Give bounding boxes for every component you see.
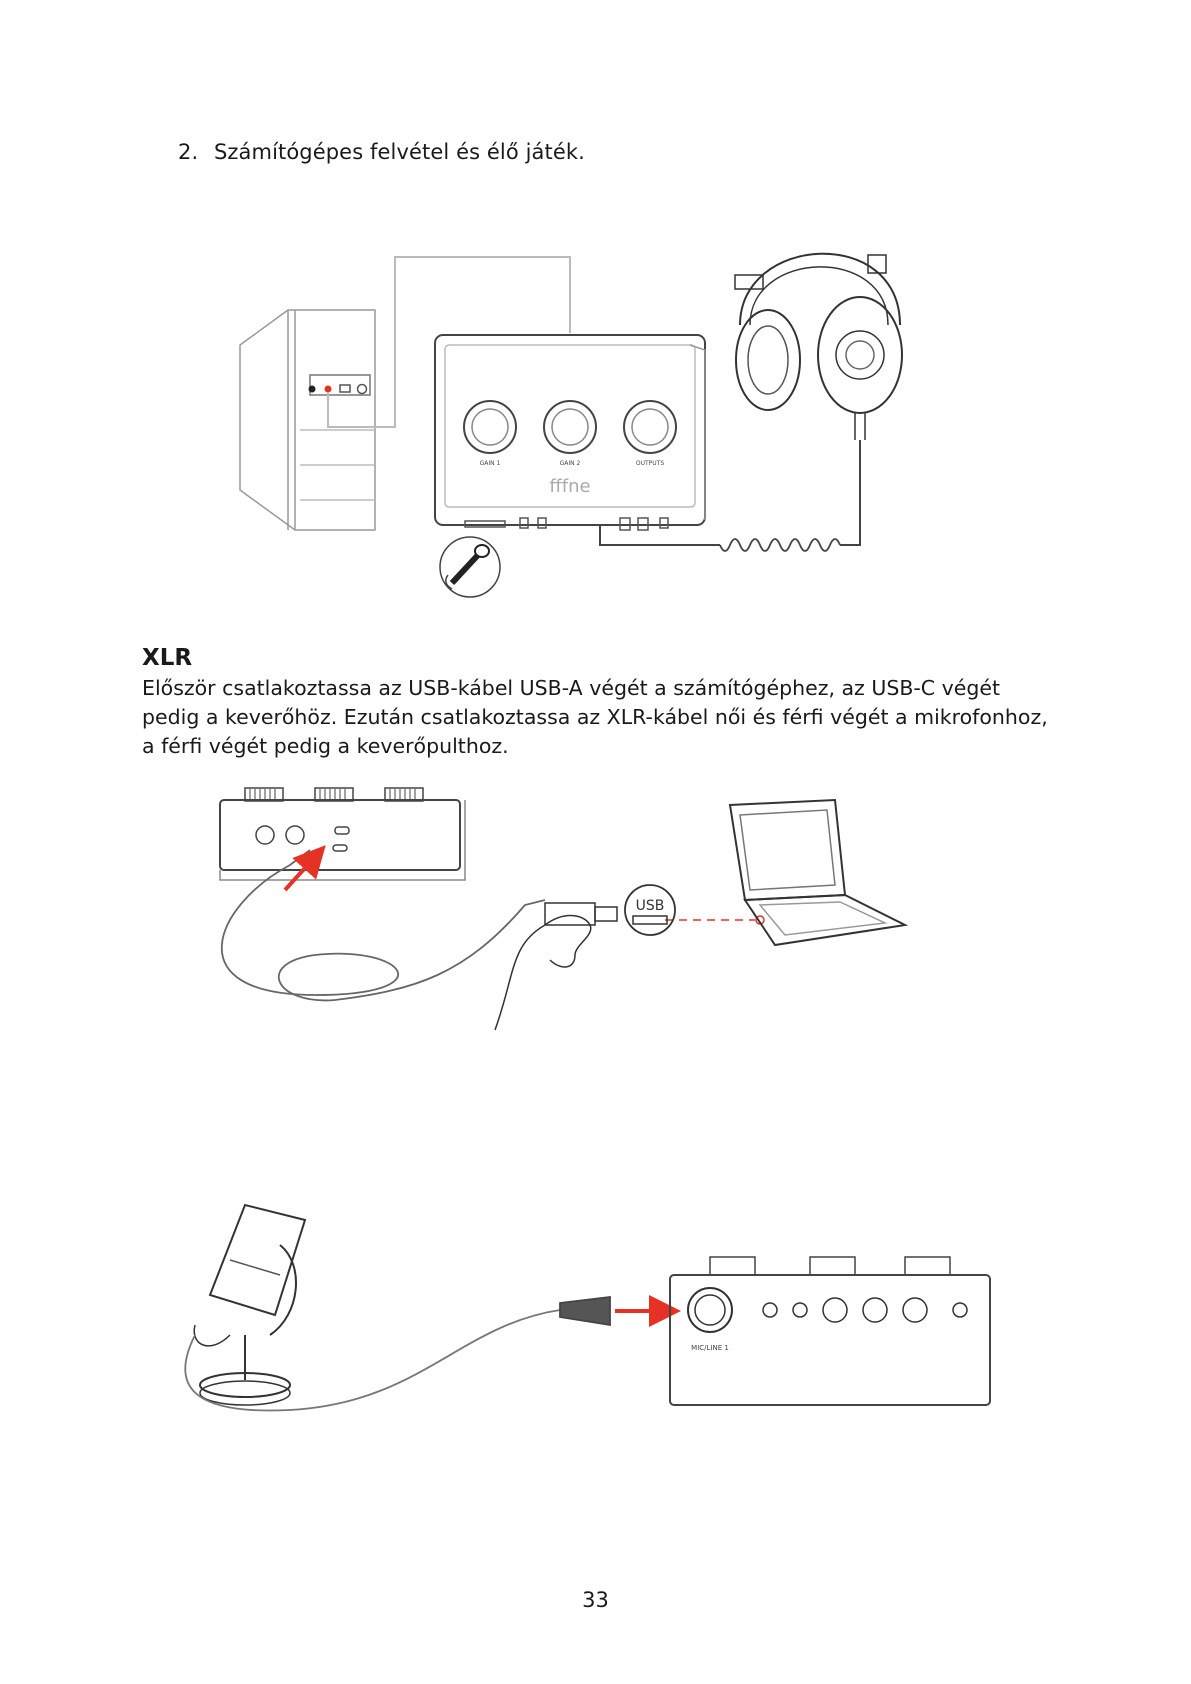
- microphone-inset: [440, 537, 500, 597]
- section-paragraph: Először csatlakoztassa az USB-kábel USB-…: [142, 674, 1062, 761]
- knob1-label: GAIN 1: [480, 460, 501, 467]
- computer-tower: [240, 310, 375, 530]
- usb-badge-label: USB: [636, 898, 665, 914]
- mixer-front: [670, 1257, 990, 1405]
- laptop: [730, 800, 905, 945]
- list-number: 2.: [178, 140, 214, 164]
- mixer-back: [220, 788, 465, 880]
- knob3-label: OUTPUTS: [636, 460, 664, 467]
- list-item: 2.Számítógépes felvétel és élő játék.: [178, 140, 585, 164]
- list-text: Számítógépes felvétel és élő játék.: [214, 140, 585, 164]
- page-number: 33: [0, 1588, 1191, 1612]
- knob2-label: GAIN 2: [560, 460, 581, 467]
- headphones: [735, 254, 902, 440]
- section-heading: XLR: [142, 645, 192, 671]
- figure-computer-setup: GAIN 1 GAIN 2 OUTPUTS fffne: [220, 215, 920, 610]
- hand: [495, 903, 617, 1030]
- mixer: [435, 335, 705, 530]
- microphone: [194, 1205, 305, 1405]
- figure-xlr-connection: MIC/LINE 1: [170, 1185, 1000, 1415]
- port-label: MIC/LINE 1: [691, 1344, 729, 1352]
- mixer-brand: fffne: [549, 476, 590, 497]
- figure-usb-connection: USB: [195, 785, 985, 1060]
